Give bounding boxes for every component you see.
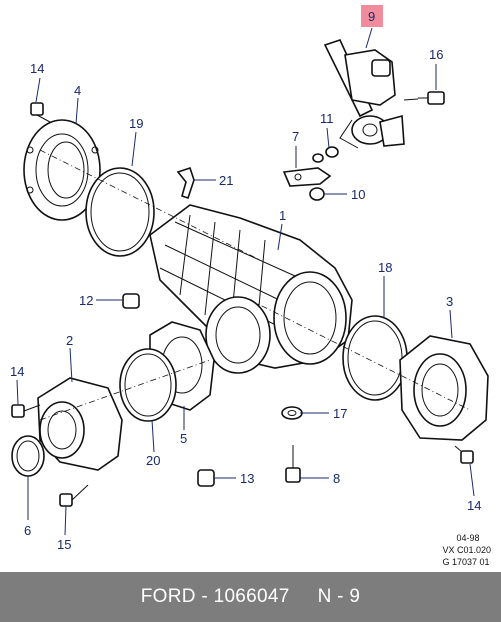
callout-10: 10 <box>351 187 365 202</box>
callout-14-top: 14 <box>30 61 44 76</box>
drawing-reference: 04-98 VX C01.020 G 17037 01 <box>442 532 491 568</box>
part-14-bolt-left[interactable] <box>11 404 41 418</box>
part-7-plate[interactable] <box>282 167 332 187</box>
part-9-sensor[interactable] <box>323 39 405 149</box>
callout-12: 12 <box>79 293 93 308</box>
callout-18: 18 <box>378 260 392 275</box>
callout-4: 4 <box>74 83 81 98</box>
ref-model: VX C01.020 <box>442 545 491 555</box>
callout-3: 3 <box>446 294 453 309</box>
callout-8: 8 <box>333 471 340 486</box>
part-19-oring[interactable] <box>85 167 155 257</box>
part-6-ring[interactable] <box>11 435 45 477</box>
axis-line-right <box>249 299 471 411</box>
ref-drawing-number: G 17037 01 <box>442 557 490 567</box>
callout-15: 15 <box>57 537 71 552</box>
highlight-box-9 <box>361 5 383 27</box>
callout-14-right: 14 <box>467 498 481 513</box>
part-1-transmission-housing[interactable] <box>149 204 353 374</box>
part-14-bolt-right[interactable] <box>454 445 474 464</box>
exploded-parts-diagram: 9 16 11 7 10 21 1 12 14 4 19 18 3 2 14 5… <box>10 5 489 552</box>
ref-date: 04-98 <box>456 533 480 543</box>
callout-labels: 9 16 11 7 10 21 1 12 14 4 19 18 3 2 14 5… <box>10 9 481 552</box>
part-18-oring[interactable] <box>342 315 408 401</box>
part-13-plug[interactable] <box>197 469 215 487</box>
part-21-vent[interactable] <box>176 166 195 200</box>
footer-position: N - 9 <box>317 586 361 607</box>
axis-line-lower <box>39 359 211 421</box>
callout-5: 5 <box>180 431 187 446</box>
callout-7: 7 <box>292 129 299 144</box>
footer-bar: FORD - 1066047 N - 9 <box>0 572 501 622</box>
callout-21: 21 <box>219 173 233 188</box>
callout-1: 1 <box>279 208 286 223</box>
part-11-pin[interactable] <box>312 146 339 163</box>
callout-16: 16 <box>429 47 443 62</box>
part-10-bush[interactable] <box>309 187 325 201</box>
callout-2: 2 <box>66 333 73 348</box>
leader-lines <box>16 27 475 536</box>
footer-spacer <box>290 586 318 608</box>
part-15-bolt[interactable] <box>59 484 89 507</box>
footer-separator: - <box>195 586 214 607</box>
callout-20: 20 <box>146 453 160 468</box>
part-3-flange[interactable] <box>399 335 489 441</box>
part-2-flange[interactable] <box>37 377 123 471</box>
part-12-plug[interactable] <box>122 293 140 309</box>
part-4-flange[interactable] <box>23 119 101 221</box>
part-14-bolt-top[interactable] <box>30 102 51 123</box>
callout-14-left: 14 <box>10 364 24 379</box>
axis-line-left <box>39 149 261 261</box>
callout-19: 19 <box>129 116 143 131</box>
callout-9: 9 <box>368 9 375 24</box>
callout-11: 11 <box>320 111 334 126</box>
callout-6: 6 <box>24 523 31 538</box>
part-8-bolt[interactable] <box>285 445 301 483</box>
footer-part-number: 1066047 <box>213 586 290 607</box>
footer-brand: FORD <box>140 586 196 607</box>
callout-17: 17 <box>333 406 347 421</box>
part-20-oring[interactable] <box>119 348 177 422</box>
part-16-bolt[interactable] <box>403 91 445 105</box>
callout-13: 13 <box>240 471 254 486</box>
part-17-washer[interactable] <box>281 406 303 420</box>
